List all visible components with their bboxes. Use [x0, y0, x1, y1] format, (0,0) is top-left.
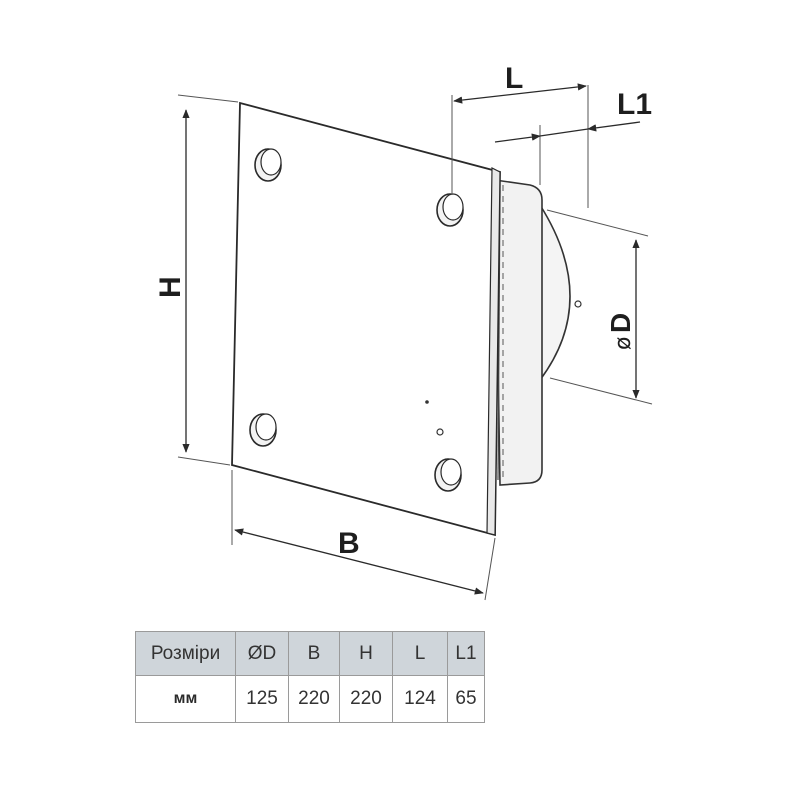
extension-lines	[177, 85, 653, 601]
table-header-cell: ØD	[235, 631, 289, 676]
table-row: мм 125 220 220 124 65	[135, 675, 485, 723]
screw-cap-top-right	[436, 193, 464, 227]
table-header-cell: Розміри	[135, 631, 236, 676]
dimensions-table: Розміри ØD B H L L1 мм 125 220 220 124 6…	[135, 631, 485, 723]
dim-line-B	[234, 528, 484, 595]
table-cell: 65	[447, 675, 485, 723]
table-cell: 220	[288, 675, 340, 723]
table-header-cell: L1	[447, 631, 485, 676]
dim-line-L1	[494, 133, 541, 143]
front-panel	[231, 101, 501, 537]
fan-dimension-drawing: L L1 H B ø D	[154, 62, 653, 601]
table-cell: 220	[339, 675, 393, 723]
table-header-cell: L	[392, 631, 448, 676]
table-header-row: Розміри ØD B H L L1	[135, 631, 485, 676]
label-L: L	[505, 62, 523, 95]
screw-cap-bottom-left	[249, 413, 277, 447]
screw-cap-bottom-right	[434, 458, 462, 492]
label-D-symbol: ø	[611, 337, 636, 350]
label-H: H	[154, 276, 187, 298]
screw-cap-top-left	[254, 148, 282, 182]
label-L1: L1	[617, 88, 652, 121]
table-header-cell: H	[339, 631, 393, 676]
table-header-cell: B	[288, 631, 340, 676]
table-cell: мм	[135, 675, 236, 723]
dim-line-L	[453, 83, 587, 104]
table-cell: 124	[392, 675, 448, 723]
dimension-lines	[182, 83, 641, 595]
label-B: B	[338, 527, 360, 560]
duct-spigot	[539, 204, 582, 381]
table-cell: 125	[235, 675, 289, 723]
label-D: D	[605, 313, 636, 333]
